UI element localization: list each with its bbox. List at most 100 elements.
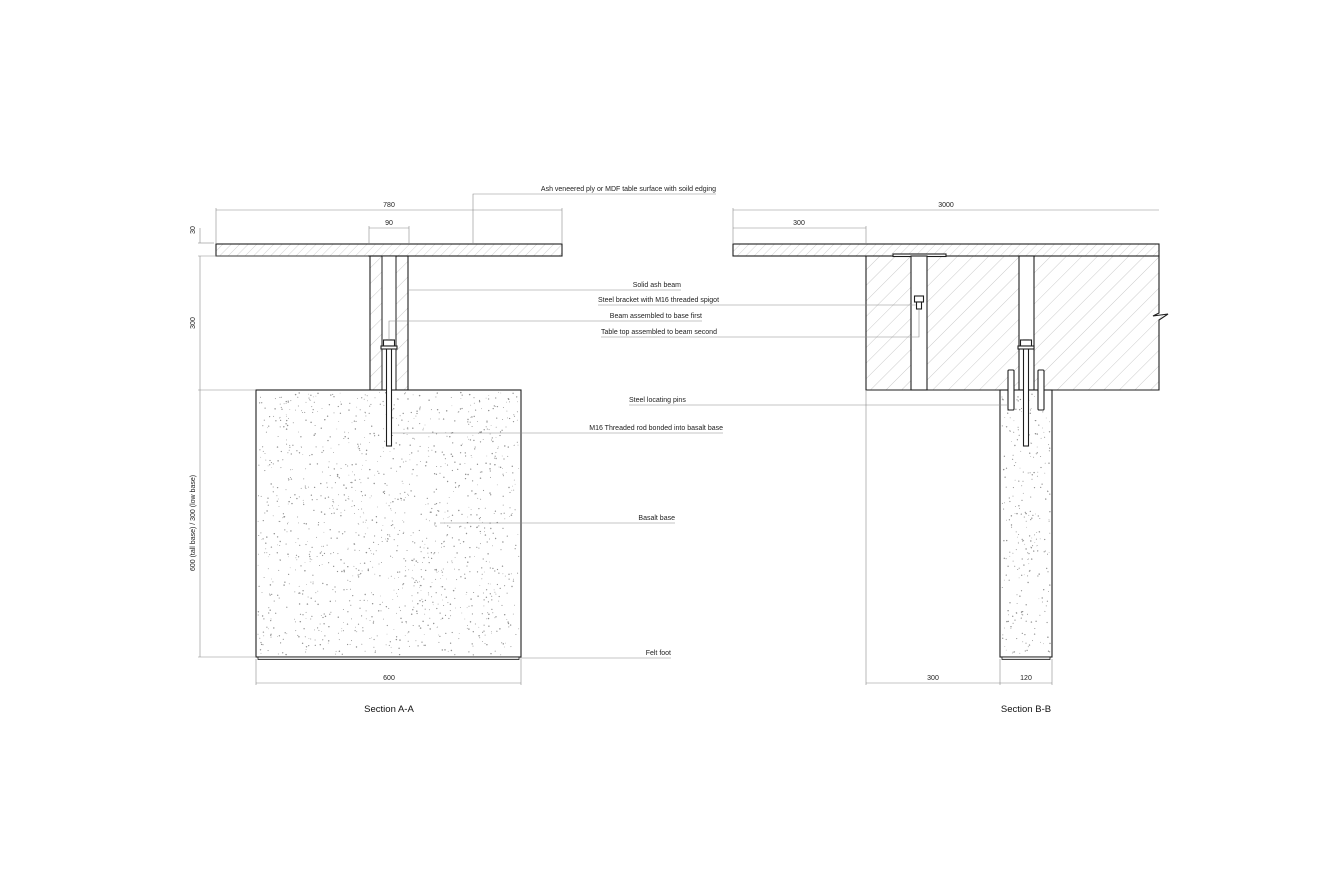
- speckle-dot: [1024, 511, 1026, 513]
- speckle-dot: [478, 635, 480, 637]
- speckle-dot: [468, 506, 470, 508]
- speckle-dot: [1031, 443, 1033, 445]
- speckle-dot: [1029, 510, 1031, 513]
- speckle-dot: [319, 643, 322, 646]
- speckle-dot: [1037, 471, 1039, 473]
- speckle-dot: [312, 409, 314, 411]
- speckle-dot: [446, 535, 448, 537]
- speckle-dot: [1037, 575, 1039, 577]
- speckle-dot: [305, 649, 307, 651]
- speckle-dot: [267, 650, 269, 652]
- speckle-dot: [279, 416, 281, 418]
- speckle-dot: [420, 590, 422, 592]
- speckle-dot: [435, 488, 438, 490]
- speckle-dot: [447, 650, 449, 652]
- speckle-dot: [369, 433, 371, 435]
- speckle-dot: [442, 568, 444, 570]
- speckle-dot: [482, 489, 485, 492]
- speckle-dot: [447, 525, 449, 527]
- speckle-dot: [430, 552, 433, 554]
- speckle-dot: [438, 570, 439, 572]
- speckle-dot: [357, 445, 360, 447]
- label-foot: Felt foot: [646, 650, 671, 657]
- speckle-dot: [337, 616, 340, 618]
- speckle-dot: [404, 605, 406, 607]
- speckle-dot: [273, 532, 276, 535]
- speckle-dot: [318, 522, 320, 524]
- speckle-dot: [452, 589, 455, 592]
- speckle-dot: [413, 606, 415, 608]
- speckle-dot: [492, 532, 494, 534]
- speckle-dot: [506, 619, 508, 620]
- speckle-dot: [273, 627, 275, 629]
- speckle-dot: [392, 524, 394, 526]
- speckle-dot: [1037, 550, 1039, 552]
- speckle-dot: [304, 486, 306, 488]
- speckle-dot: [476, 526, 478, 528]
- speckle-dot: [365, 551, 368, 554]
- speckle-dot: [295, 557, 297, 559]
- speckle-dot: [414, 564, 416, 566]
- speckle-dot: [483, 605, 485, 607]
- speckle-dot: [314, 425, 316, 426]
- speckle-dot: [333, 468, 335, 470]
- speckle-dot: [370, 550, 372, 552]
- speckle-dot: [416, 464, 418, 466]
- speckle-dot: [465, 532, 468, 535]
- speckle-dot: [1019, 467, 1021, 469]
- speckle-dot: [1034, 396, 1035, 397]
- speckle-dot: [453, 545, 455, 547]
- speckle-dot: [296, 559, 298, 561]
- dim-b-overhang: 300: [793, 220, 805, 227]
- speckle-dot: [361, 508, 363, 510]
- speckle-dot: [403, 428, 405, 430]
- speckle-dot: [448, 497, 450, 498]
- section-b-locating-pins: [1007, 369, 1045, 411]
- speckle-dot: [338, 477, 340, 479]
- speckle-dot: [364, 411, 366, 413]
- speckle-dot: [269, 464, 271, 466]
- speckle-dot: [419, 406, 421, 408]
- speckle-dot: [514, 604, 516, 606]
- speckle-dot: [410, 452, 413, 454]
- speckle-dot: [495, 437, 497, 439]
- speckle-dot: [351, 464, 353, 466]
- speckle-dot: [468, 628, 470, 630]
- speckle-dot: [412, 600, 414, 602]
- label-base: Basalt base: [638, 515, 675, 522]
- speckle-dot: [329, 436, 331, 438]
- speckle-dot: [439, 612, 441, 614]
- speckle-dot: [390, 524, 393, 527]
- speckle-dot: [457, 411, 459, 413]
- speckle-dot: [469, 546, 471, 549]
- speckle-dot: [489, 593, 491, 595]
- speckle-dot: [498, 391, 499, 393]
- speckle-dot: [492, 407, 494, 410]
- speckle-dot: [466, 565, 468, 567]
- speckle-dot: [1046, 567, 1048, 570]
- speckle-dot: [1048, 450, 1050, 452]
- speckle-dot: [444, 614, 447, 616]
- speckle-dot: [372, 622, 375, 624]
- speckle-dot: [433, 491, 435, 493]
- label-assembly-2: Table top assembled to beam second: [601, 329, 717, 336]
- speckle-dot: [1008, 497, 1010, 499]
- speckle-dot: [436, 466, 438, 467]
- speckle-dot: [1014, 479, 1016, 481]
- speckle-dot: [330, 447, 332, 449]
- speckle-dot: [493, 589, 495, 591]
- speckle-dot: [1048, 462, 1050, 464]
- speckle-dot: [1030, 442, 1032, 444]
- speckle-dot: [324, 418, 326, 421]
- speckle-dot: [447, 510, 449, 512]
- speckle-dot: [398, 444, 401, 446]
- speckle-dot: [492, 440, 494, 443]
- speckle-dot: [484, 634, 486, 636]
- speckle-dot: [506, 401, 507, 403]
- speckle-dot: [478, 517, 480, 520]
- speckle-dot: [272, 486, 274, 488]
- speckle-dot: [267, 556, 269, 558]
- speckle-dot: [348, 442, 350, 444]
- speckle-dot: [475, 492, 477, 495]
- speckle-dot: [374, 651, 376, 653]
